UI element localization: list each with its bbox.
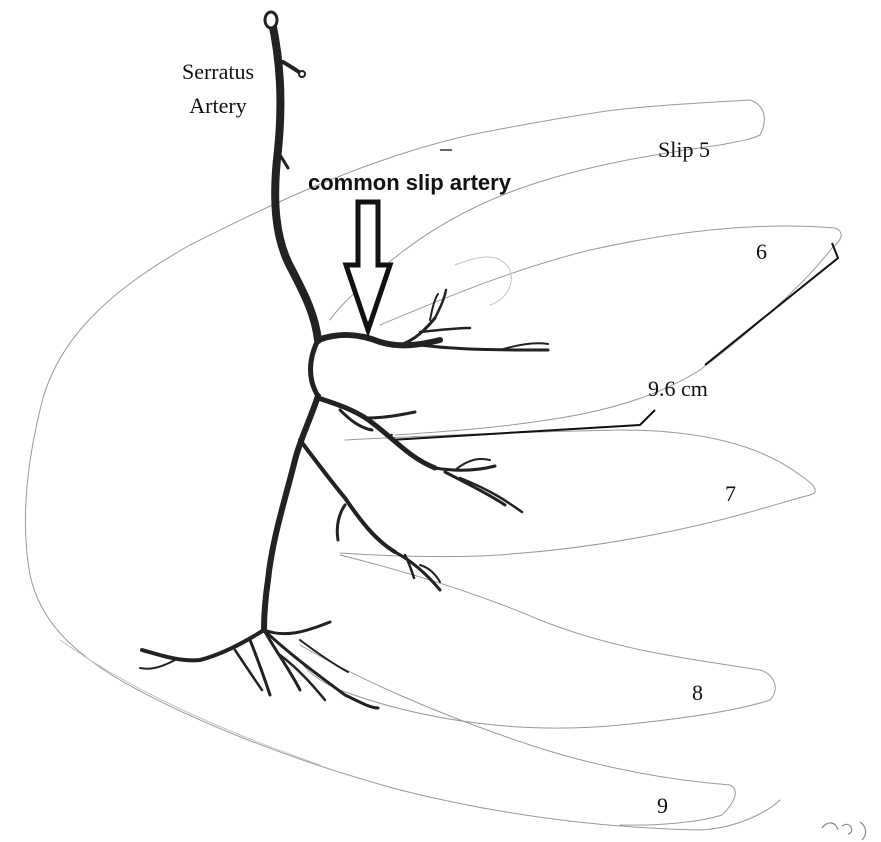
measurement-bracket xyxy=(390,243,838,440)
slip7-label: 7 xyxy=(725,481,736,506)
slip8-label: 8 xyxy=(692,680,703,705)
artery-cut-end xyxy=(265,12,277,28)
serratus-label-line2: Artery xyxy=(189,93,246,118)
slip6-outline xyxy=(380,226,841,435)
slip9-label: 9 xyxy=(657,793,668,818)
slip9-outline xyxy=(300,645,735,825)
measurement-label: 9.6 cm xyxy=(648,376,708,401)
artist-signature xyxy=(822,822,866,840)
slip6-label: 6 xyxy=(756,239,767,264)
slip5-label: Slip 5 xyxy=(658,137,710,162)
down-arrow-icon xyxy=(346,202,390,330)
slip8-outline xyxy=(300,555,775,728)
muscle-outer-outline xyxy=(25,135,780,830)
measurement-line-upper xyxy=(705,243,838,365)
slip7-outline xyxy=(340,430,815,557)
serratus-label-line1: Serratus xyxy=(182,59,254,84)
common-slip-artery-label: common slip artery xyxy=(308,170,512,195)
